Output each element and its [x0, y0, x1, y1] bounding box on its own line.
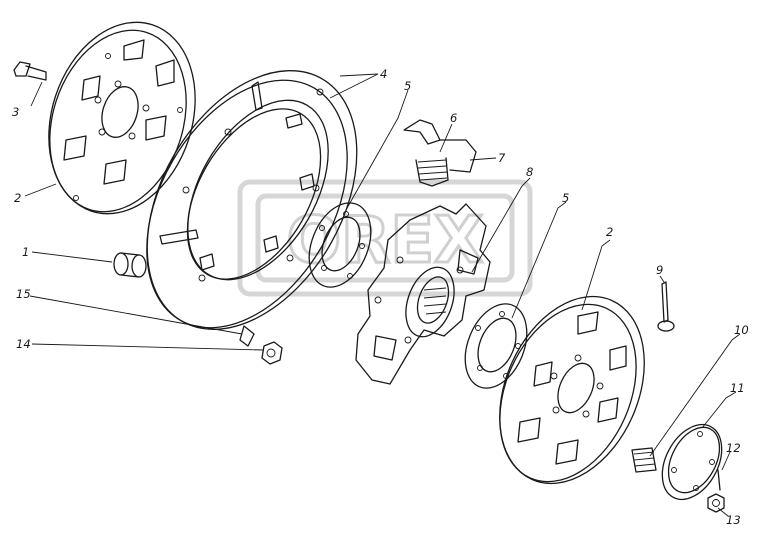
callout-13: 13: [726, 513, 741, 527]
callout-14: 14: [16, 337, 31, 351]
left-drive-plate: [48, 21, 196, 215]
callout-5-lower: 5: [562, 191, 569, 205]
callout-9: 9: [656, 263, 663, 277]
callout-7: 7: [498, 151, 506, 165]
callout-10: 10: [734, 323, 749, 337]
callout-3: 3: [12, 105, 19, 119]
callout-2-left: 2: [14, 191, 21, 205]
cover-part-11: [661, 423, 723, 501]
callout-15: 15: [16, 287, 31, 301]
shim-part-5-lower: [464, 303, 528, 389]
callout-2-right: 2: [606, 225, 613, 239]
watermark-logo: OREX: [237, 179, 533, 297]
callout-1: 1: [22, 245, 29, 259]
callout-12: 12: [726, 441, 741, 455]
callout-8: 8: [526, 165, 533, 179]
callout-11: 11: [730, 381, 745, 395]
cotter-pin-part-12: [717, 469, 721, 491]
watermark-text: OREX: [287, 204, 484, 278]
right-drive-plate: [499, 295, 645, 485]
callout-4: 4: [380, 67, 387, 81]
shim-part-5-upper: [308, 202, 372, 288]
bolt-part-3: [13, 61, 47, 81]
washer-part-15: [239, 325, 255, 347]
callout-labels: 3 2 1 15 14 4 5 6 7 8 5 2 9 10 11 12 13: [12, 67, 749, 527]
spacer-part-1: [113, 252, 147, 278]
nut-part-14: [261, 341, 283, 365]
spring-part-10: [631, 447, 657, 473]
callout-6: 6: [450, 111, 457, 125]
friction-ring-part-4: [146, 70, 358, 330]
leader-lines: [24, 73, 741, 517]
callout-5-upper: 5: [404, 79, 411, 93]
spring-clip-part-6: [403, 119, 477, 187]
nut-part-13: [707, 493, 725, 513]
hub-part-8: [355, 203, 491, 385]
pin-part-9: [657, 281, 675, 332]
